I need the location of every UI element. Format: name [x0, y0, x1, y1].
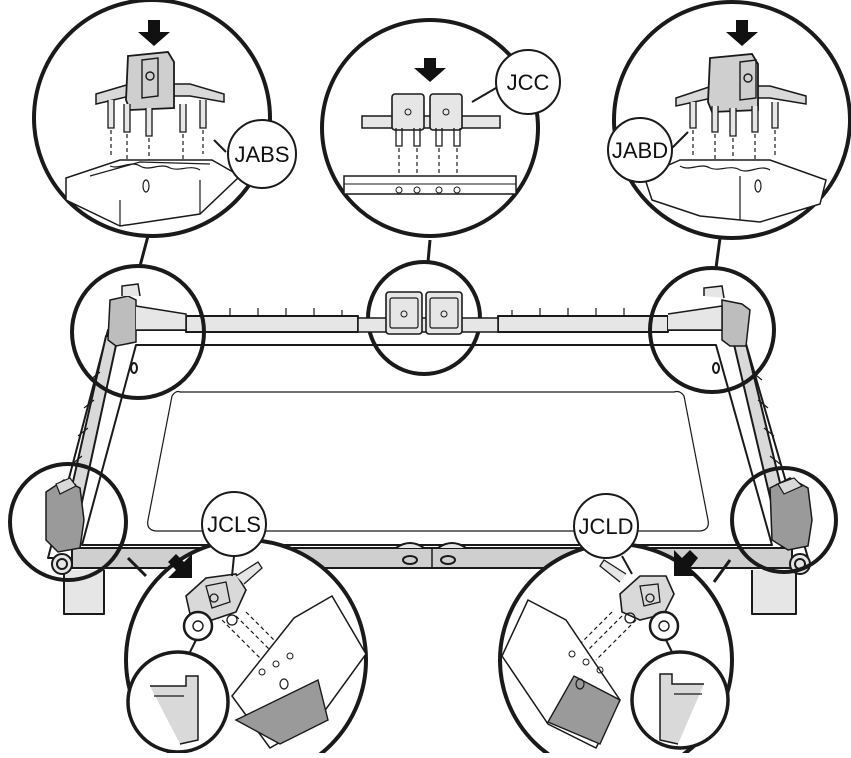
down-arrow-icon — [138, 20, 170, 46]
leader-lines — [126, 235, 732, 583]
detail-circle-front-left — [8, 462, 128, 582]
detail-jcls: JCLS — [124, 491, 368, 758]
detail-circle-front-right — [730, 466, 838, 574]
detail-circle-rear-right — [648, 266, 776, 394]
label-jabs: JABS — [234, 142, 289, 167]
label-jcc: JCC — [507, 70, 550, 95]
detail-jcld: JCLD — [498, 493, 734, 758]
detail-jcc: JCC — [320, 18, 561, 238]
diagonal-arrow-icon — [168, 554, 192, 578]
down-arrow-icon — [726, 20, 758, 46]
diagonal-arrow-icon — [674, 550, 698, 576]
label-jcls: JCLS — [207, 512, 261, 537]
detail-jabd: JABD — [607, 0, 851, 240]
down-arrow-icon — [414, 58, 446, 82]
label-jabd: JABD — [612, 138, 668, 163]
label-jcld: JCLD — [578, 514, 633, 539]
detail-jabs: JABS — [32, 0, 297, 238]
detail-circle-rear-left — [70, 264, 206, 400]
detail-circle-rear-center — [357, 260, 499, 376]
